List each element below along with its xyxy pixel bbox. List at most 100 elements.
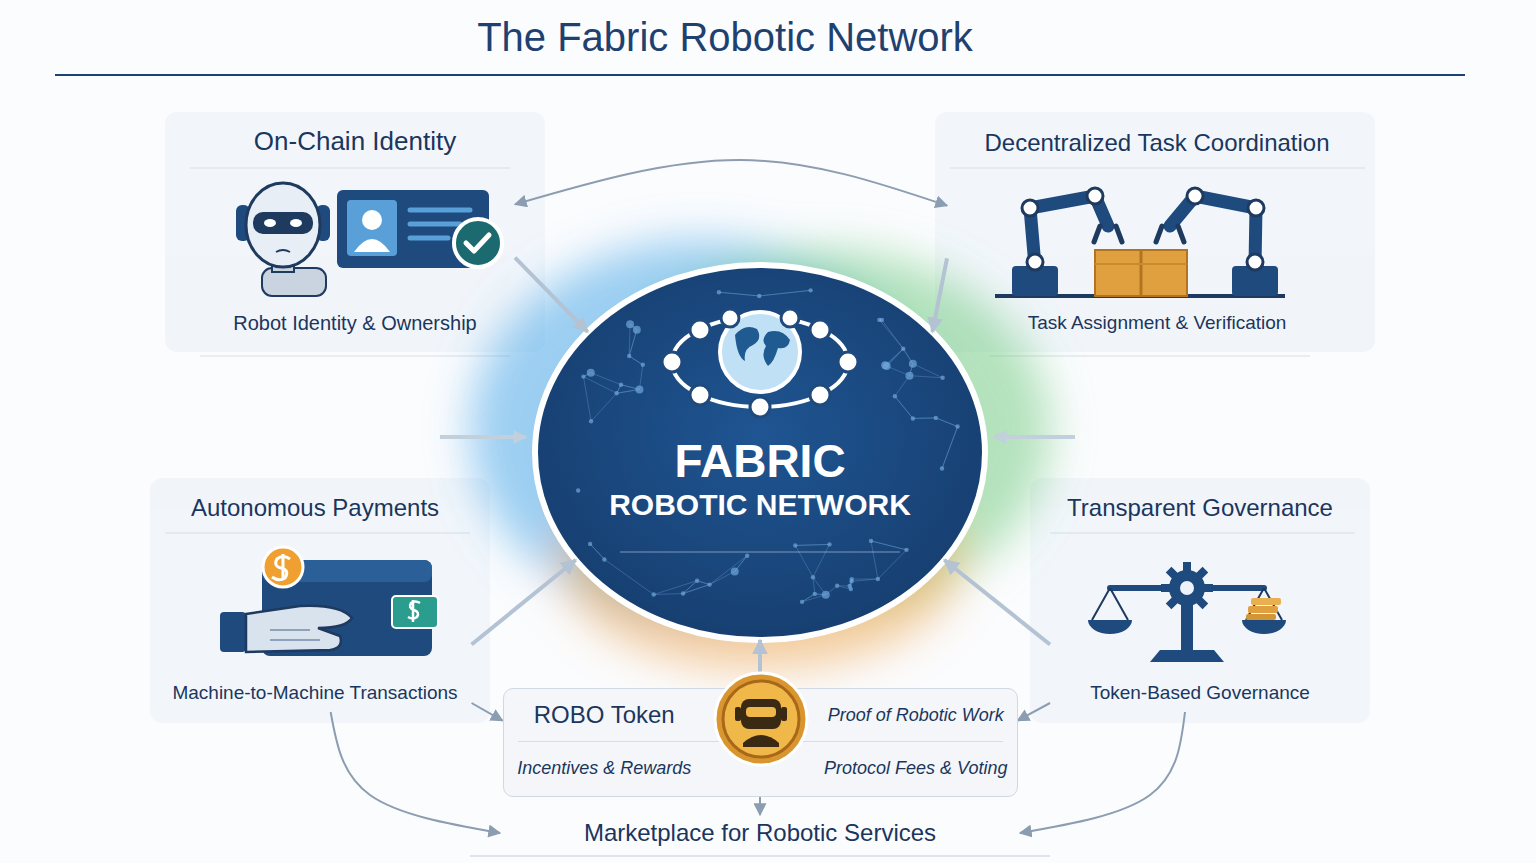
network-texture: [719, 292, 759, 296]
network-texture: [710, 571, 735, 584]
panel-caption: Machine-to-Machine Transactions: [172, 680, 457, 706]
center-node: FABRICROBOTIC NETWORK: [535, 265, 985, 640]
wallet-hand-icon: [246, 606, 352, 652]
flow-arrow: [1018, 703, 1051, 721]
network-texture: [895, 396, 913, 418]
globe-icon: [810, 385, 830, 405]
network-texture: [717, 290, 721, 294]
panel-ground: [150, 112, 1375, 723]
network-texture: [757, 294, 761, 298]
network-texture: [795, 544, 829, 545]
network-texture: [849, 587, 853, 591]
network-label: FABRIC: [674, 435, 845, 487]
network-texture: [881, 361, 889, 369]
network-texture: [581, 374, 585, 378]
side-arrow: [440, 435, 526, 439]
scale-icon: [1150, 650, 1224, 662]
id-card-icon: [410, 208, 470, 213]
band-rule: [470, 855, 1050, 857]
panel-caption: Token-Based Governance: [1090, 680, 1310, 706]
globe-icon: [662, 352, 682, 372]
heading-rule: [990, 355, 1310, 356]
network-texture: [759, 290, 810, 296]
robot-head-icon: [236, 183, 330, 296]
flow-arrow: [932, 258, 947, 332]
flow-arrow: [515, 258, 588, 332]
network-texture: [604, 559, 653, 594]
gear-symbol: [1180, 581, 1194, 595]
network-texture: [940, 466, 944, 470]
wallet-hand-icon: [270, 630, 320, 640]
globe-icon: [810, 320, 830, 340]
robot-arms-icon: [1087, 188, 1103, 204]
panel-node: On-Chain IdentityRobot Identity & Owners…: [195, 120, 515, 342]
network-texture: [813, 592, 817, 596]
panel-caption: Task Assignment & Verification: [1028, 310, 1287, 336]
heading-rule: [200, 355, 510, 356]
token-feature: ROBO Token: [534, 701, 675, 729]
scale-icon: [1092, 588, 1282, 620]
network-label: ROBOTIC NETWORK: [609, 487, 911, 523]
network-texture: [813, 544, 830, 577]
network-texture: [822, 591, 830, 599]
globe-icon: [735, 327, 790, 366]
robot-arms-icon: [1095, 263, 1187, 265]
network-texture: [576, 288, 960, 604]
token-node: ROBO TokenProof of Robotic WorkIncentive…: [503, 688, 1018, 797]
network-texture: [849, 579, 853, 583]
side-arrow: [994, 435, 1075, 439]
scale-icon: [1242, 620, 1286, 634]
robot-head-icon: [253, 212, 313, 234]
network-texture: [876, 577, 880, 581]
token-feature: Incentives & Rewards: [517, 758, 691, 779]
network-texture: [802, 594, 815, 602]
network-texture: [683, 585, 710, 594]
core-rule: [620, 551, 900, 553]
robot-arms-icon: [1094, 226, 1184, 242]
network-texture: [681, 591, 685, 595]
panel-caption: Robot Identity & Ownership: [233, 310, 476, 336]
panel-node: Autonomous PaymentsMachine-to-Machine Tr…: [158, 487, 471, 712]
robot-head-icon: [290, 219, 302, 227]
globe-icon: [662, 309, 858, 417]
robo-coin: [741, 699, 781, 729]
network-texture: [695, 578, 699, 582]
id-card-icon: [337, 190, 502, 268]
robot-head-icon: [246, 183, 320, 267]
robot-head-icon: [276, 250, 290, 252]
globe-icon: [662, 309, 858, 417]
network-texture: [629, 330, 637, 356]
flow-arrow: [472, 560, 576, 644]
globe-icon: [690, 385, 710, 405]
robot-arms-icon: [1187, 188, 1203, 204]
network-texture: [629, 324, 631, 356]
heading-rule: [190, 167, 510, 168]
network-core: [535, 265, 985, 640]
network-texture: [635, 385, 643, 393]
network-texture: [591, 373, 621, 385]
robo-coin: [715, 673, 807, 765]
network-texture: [795, 544, 829, 545]
network-texture: [590, 544, 604, 560]
flow-arrow: [515, 160, 947, 206]
network-texture: [913, 417, 936, 419]
scale-icon: [1246, 614, 1276, 620]
wallet-hand-icon: [263, 547, 303, 587]
scale-icon: [1251, 598, 1281, 605]
network-texture: [619, 383, 623, 387]
heading-rule: [1050, 532, 1355, 533]
network-texture: [835, 584, 839, 588]
network-texture: [583, 377, 616, 394]
globe-icon: [690, 320, 710, 340]
network-texture: [633, 326, 641, 334]
robot-arms-icon: [1247, 254, 1263, 270]
scale-icon: [1248, 606, 1278, 613]
network-texture: [731, 567, 739, 575]
robo-coin: [735, 707, 741, 721]
network-texture: [913, 417, 936, 419]
network-texture: [878, 550, 907, 579]
network-texture: [654, 581, 697, 595]
panel-ground: [935, 112, 1375, 352]
wallet-hand-icon: [220, 547, 438, 656]
